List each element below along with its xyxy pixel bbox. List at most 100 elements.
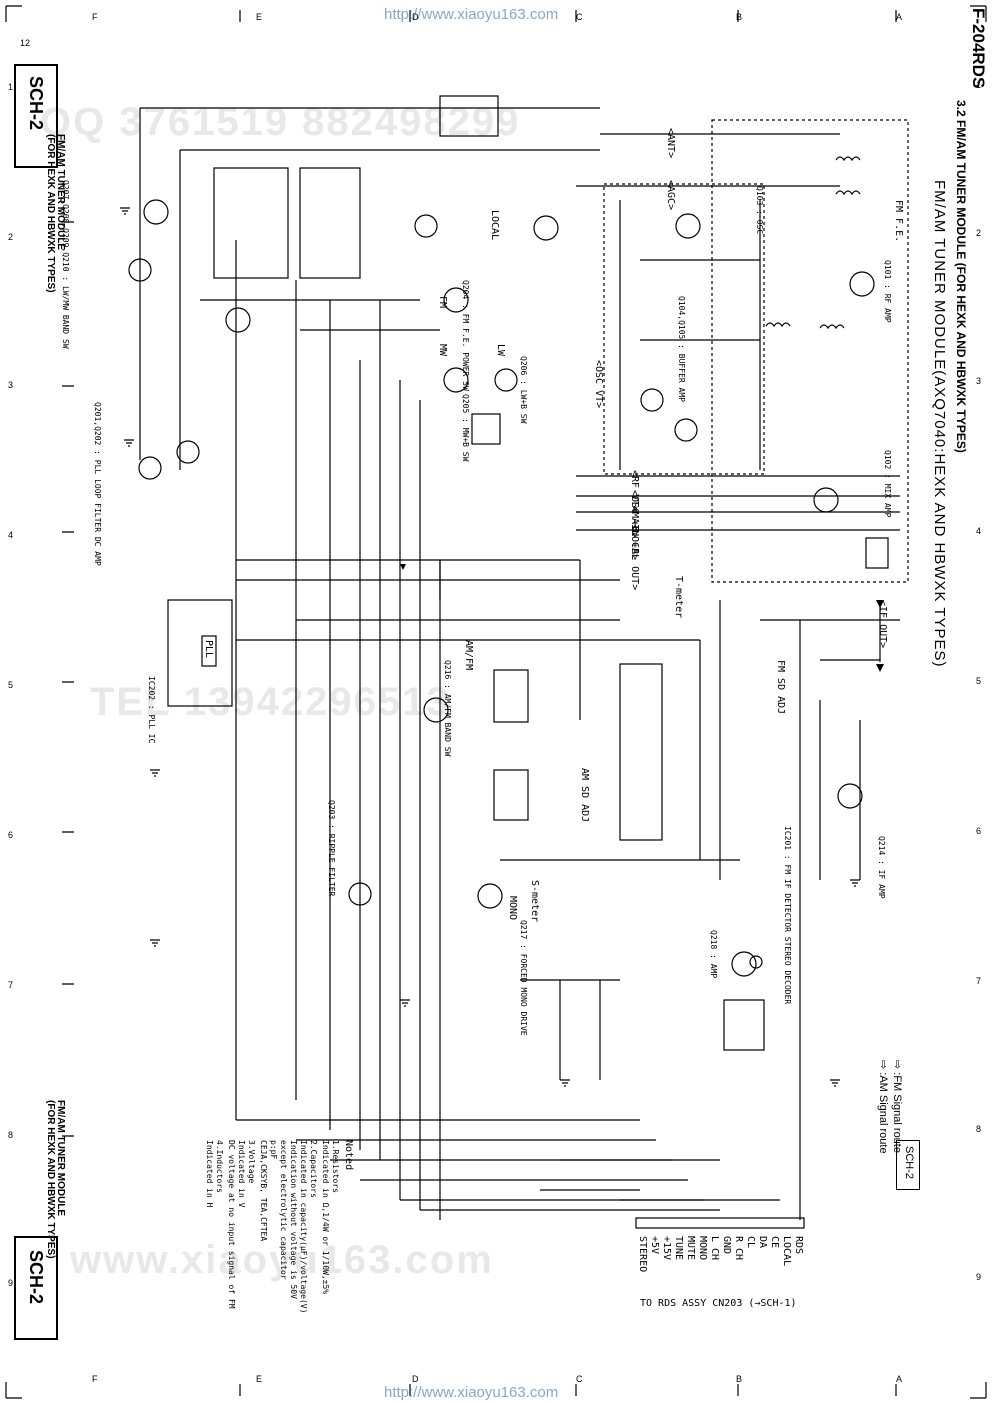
grid-letter-c-bottom: C (576, 1374, 583, 1384)
connector-pin-mono: MONO (697, 1236, 708, 1261)
transistor-q218-inner (749, 955, 763, 969)
grid-number-5: 5 (976, 676, 982, 686)
connector-pin-tune: TUNE (673, 1236, 684, 1261)
transistor-q105 (674, 418, 698, 442)
legend-am-route: ⇨ :AM Signal route (877, 1060, 889, 1154)
label-ic201: IC201 : FM IF DETECTOR STEREO DECODER (783, 826, 792, 1005)
transistor-q202 (176, 440, 200, 464)
ground-7 (830, 1079, 840, 1087)
grid-letter-d: D (412, 12, 419, 22)
note-line-9: 3.Voltage (247, 1140, 256, 1184)
left-bottom-subtitle: FM/AM TUNER MODULE (55, 1100, 66, 1217)
coil-l102 (835, 190, 861, 196)
left-grid-number-9: 9 (8, 1278, 14, 1288)
coil-l105 (819, 324, 845, 330)
connector-caption: TO RDS ASSY CN203 (→SCH-1) (640, 1298, 797, 1309)
label-q216: Q216 : AM/FM BAND SW (443, 660, 452, 757)
connector-pin-15v: +15V (661, 1236, 672, 1261)
am-antenna-block (439, 95, 499, 137)
grid-number-2: 2 (976, 228, 982, 238)
if-transformer (865, 537, 889, 569)
note-line-7: p:pF (269, 1140, 278, 1160)
transistor-q201 (138, 456, 162, 480)
note-line-5: Indication without voltage is 50V (289, 1140, 298, 1299)
url-bottom[interactable]: http://www.xiaoyu163.com (384, 1384, 559, 1401)
pll-inner-box (201, 635, 217, 667)
arrow-if-out-2 (876, 664, 884, 672)
wiring-d (500, 859, 740, 1080)
connector-pin-local: LOCAL (781, 1236, 792, 1267)
left-top-subtitle-2: (FOR HEXK AND HBWXK TYPES) (45, 134, 56, 293)
grid-letter-b-bottom: B (736, 1374, 743, 1384)
connector-pin-mute: MUTE (685, 1236, 696, 1261)
label-ic202: IC202 : PLL IC (147, 676, 156, 744)
transistor-q101b (849, 271, 875, 297)
connector-pin-stereo: STEREO (637, 1236, 648, 1273)
grid-number-7: 7 (976, 976, 982, 986)
grid-number-8: 8 (976, 1124, 982, 1134)
grid-number-6: 6 (976, 826, 982, 836)
wiring-c (439, 560, 721, 880)
grid-number-4: 4 (976, 526, 982, 536)
transistor-q103 (675, 213, 701, 239)
block-mw: MW (437, 344, 448, 357)
grid-letter-a-bottom: A (896, 1374, 903, 1384)
section-title: 3.2 FM/AM TUNER MODULE (FOR HEXK AND HBW… (954, 100, 968, 453)
transistor-q102 (813, 487, 839, 513)
block-lw: LW (495, 344, 506, 357)
label-q217: Q217 : FORCED MONO DRIVE (519, 920, 528, 1036)
note-line-4: Indicated in capacity(μF)/voltage(V) (299, 1140, 308, 1314)
grid-number-9: 9 (976, 1272, 982, 1282)
grid-letter-f-bottom: F (92, 1374, 98, 1384)
arrow-if-out (876, 600, 884, 608)
watermark-bottom: www.xiaoyu163.com (70, 1238, 494, 1282)
transistor-q206 (494, 368, 518, 392)
transistor-q204 (443, 287, 469, 313)
grid-letter-f: F (92, 12, 98, 22)
block-am-fm: AM/FM (463, 640, 474, 671)
grid-letter-e: E (256, 12, 263, 22)
ground-4 (150, 939, 160, 947)
block-mono: MONO (507, 896, 518, 921)
left-grid-number-6: 6 (8, 830, 14, 840)
wiring-e (760, 619, 900, 880)
url-top[interactable]: http://www.xiaoyu163.com (384, 6, 559, 23)
bottom-grid-ticks (239, 1384, 897, 1396)
label-q204: Q204 : FM F.E. POWER SW (461, 280, 470, 391)
grid-number-3: 3 (976, 376, 982, 386)
ground-3 (150, 769, 160, 777)
fm-fe-dashed-box (603, 183, 765, 475)
ground-5 (400, 999, 410, 1007)
top-grid-ticks (239, 10, 897, 22)
coil-l104 (765, 322, 791, 328)
transistor-q214 (837, 783, 863, 809)
connector-pin-da: DA (757, 1236, 768, 1249)
left-grid-ticks (62, 221, 74, 1137)
label-q102: Q102 : MIX AMP (883, 450, 892, 518)
grid-letter-c: C (576, 12, 583, 22)
signal-if-out: <IF OUT> (877, 600, 888, 649)
filter-block-3 (723, 999, 765, 1051)
left-bottom-subtitle-2: (FOR HEXK AND HBWXK TYPES) (45, 1100, 56, 1259)
watermark-top: QQ 3761519 882498299 (40, 100, 521, 144)
sch-tag-right-text: SCH-2 (903, 1146, 915, 1180)
signal-ant: <ANT> (665, 128, 676, 159)
transistor-q203 (348, 882, 372, 906)
label-q104: Q104,Q105 : BUFFER AMP (677, 296, 686, 402)
ground-2 (124, 439, 134, 447)
ground-6 (560, 1079, 570, 1087)
corner-mark-tr (970, 5, 987, 22)
block-pll: PLL (203, 640, 214, 659)
transistor-q217 (477, 883, 503, 909)
fm-fe-outer-dashed-box (711, 119, 909, 583)
connector-pin-cl: CL (745, 1236, 756, 1249)
block-fm-sd-adj: FM SD ADJ (775, 660, 786, 715)
label-q103: Q103 : OSC (755, 186, 764, 235)
corner-mark-tl (5, 5, 22, 22)
ground-1 (120, 207, 130, 215)
ground-8 (850, 879, 860, 887)
coil-l101 (835, 156, 861, 162)
transistor-q207 (143, 199, 169, 225)
label-q101: Q101 : RF AMP (883, 260, 892, 323)
